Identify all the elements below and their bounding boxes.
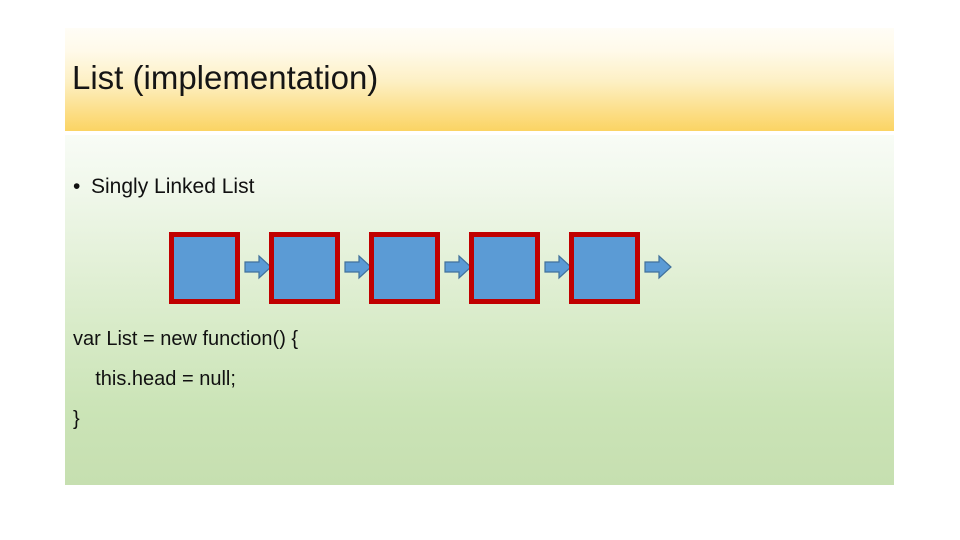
next-pointer-arrow-icon [244,253,272,281]
node-box [569,232,640,304]
next-pointer-arrow-icon [444,253,472,281]
node-box [269,232,340,304]
slide-header-band: List (implementation) [65,28,894,131]
list-node-3 [369,232,472,310]
list-node-4 [469,232,572,310]
next-pointer-arrow-icon [544,253,572,281]
code-snippet: var List = new function() { this.head = … [73,319,298,439]
code-line: var List = new function() { [73,328,299,350]
bullet-list-item: • Singly Linked List [73,174,254,200]
bullet-marker-icon: • [73,175,81,198]
code-line: } [73,408,80,430]
node-box [369,232,440,304]
slide-body: • Singly Linked List [65,135,894,485]
bullet-item-label: Singly Linked List [91,175,255,198]
page-title: List (implementation) [72,59,379,96]
node-box [469,232,540,304]
list-node-5 [569,232,672,310]
list-node-1 [169,232,272,310]
list-node-2 [269,232,372,310]
linked-list-diagram [169,232,789,310]
next-pointer-arrow-icon [644,253,672,281]
node-box [169,232,240,304]
next-pointer-arrow-icon [344,253,372,281]
slide: List (implementation) • Singly Linked Lis… [65,28,894,485]
code-line: this.head = null; [73,368,236,390]
